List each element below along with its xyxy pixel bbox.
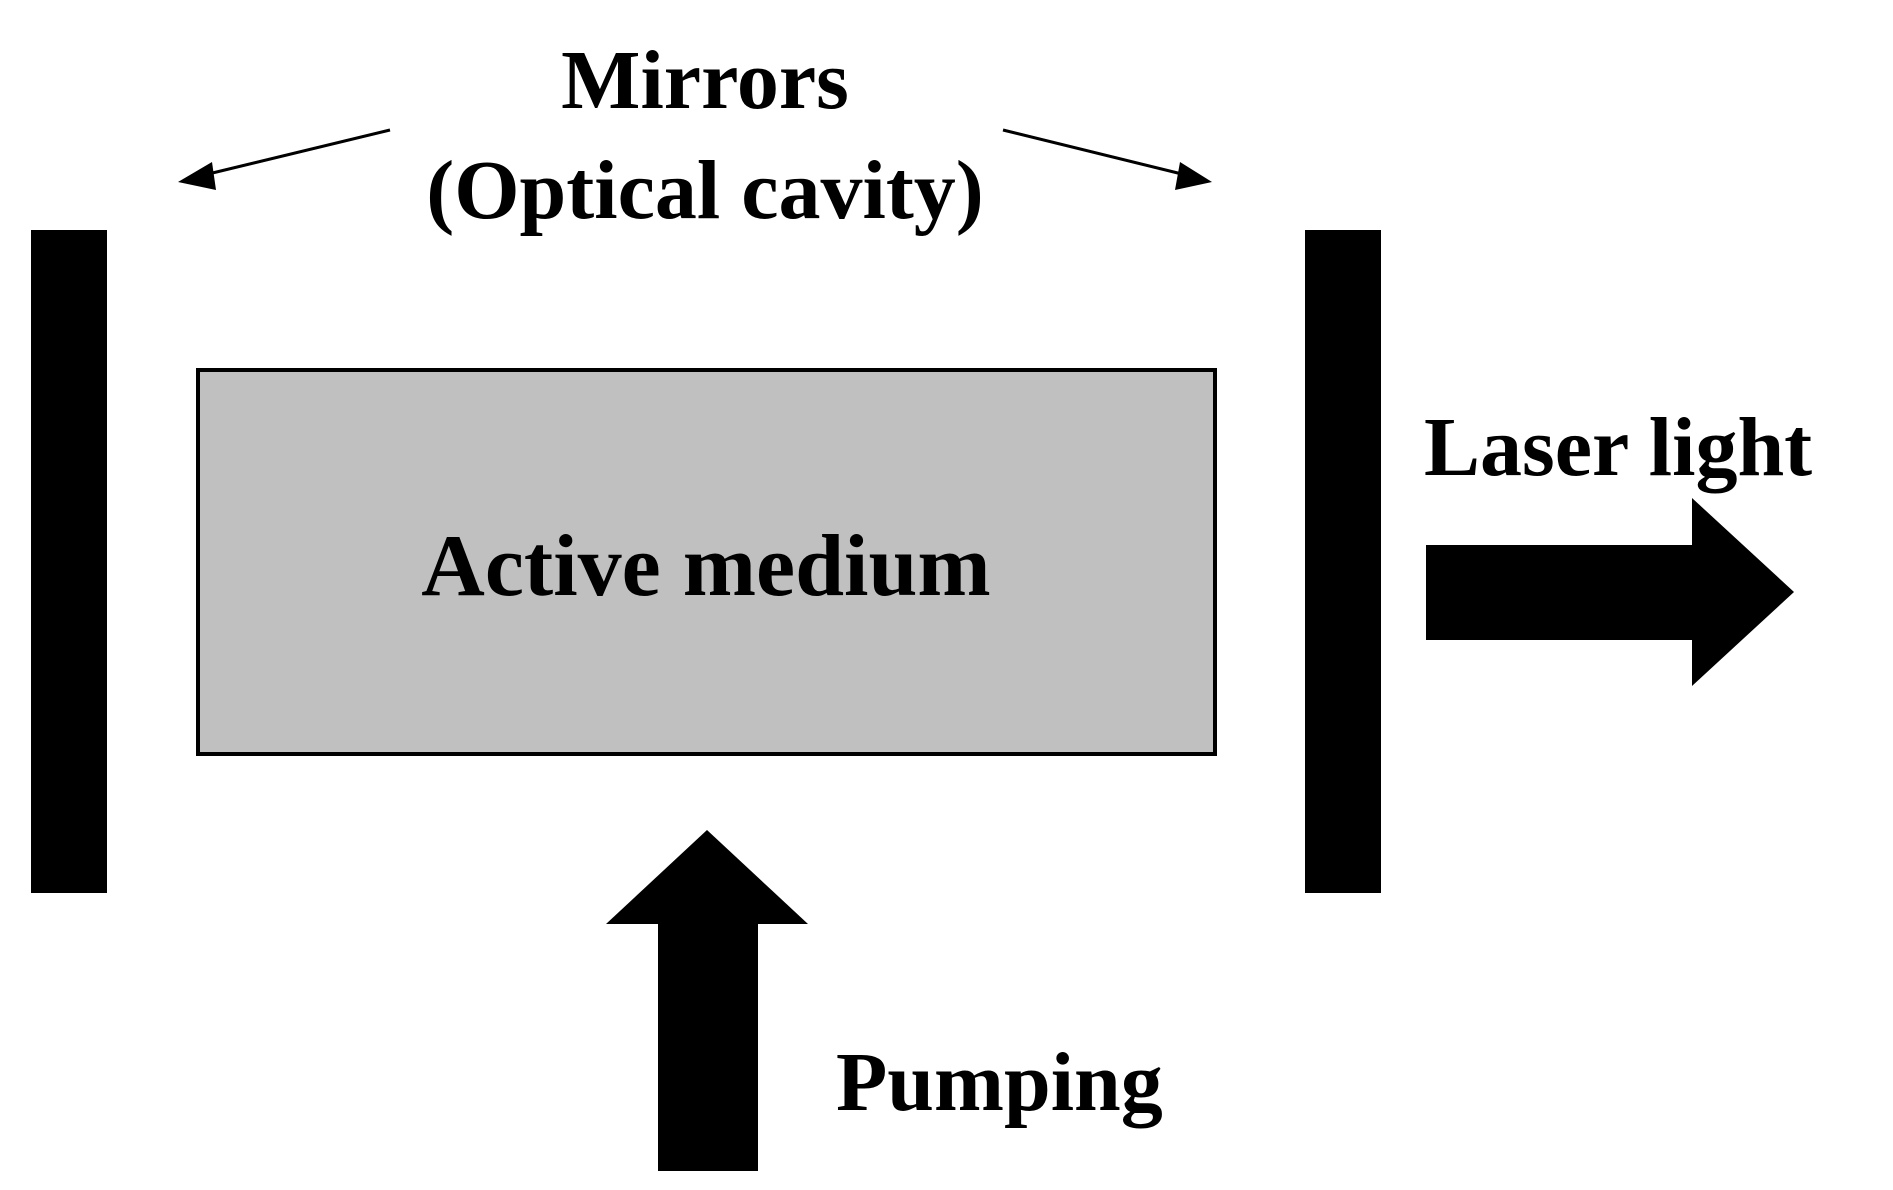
pumping-arrow: [606, 830, 808, 1171]
right-mirror-pointer-arrow: [1002, 128, 1212, 190]
active-medium-label: Active medium: [421, 518, 990, 615]
active-medium-box: [196, 368, 1217, 756]
pumping-label: Pumping: [836, 1036, 1163, 1129]
left-mirror: [31, 230, 107, 893]
right-mirror: [1305, 230, 1381, 893]
left-mirror-pointer-arrow: [178, 128, 391, 190]
optical-cavity-label: (Optical cavity): [426, 144, 984, 237]
laser-light-label: Laser light: [1424, 401, 1812, 494]
laser-output-arrow: [1426, 498, 1794, 686]
mirrors-label: Mirrors: [561, 34, 849, 127]
